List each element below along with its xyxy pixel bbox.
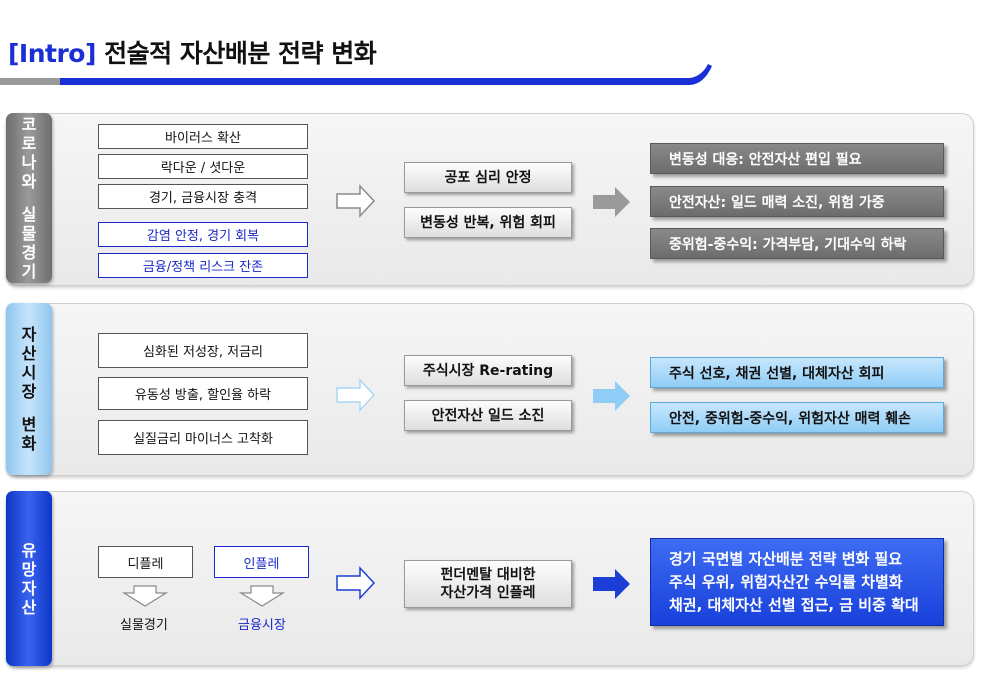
title-intro-tag: [Intro] bbox=[8, 39, 96, 68]
row2-solid-arrow-icon bbox=[593, 381, 630, 411]
title-underline bbox=[0, 64, 712, 85]
row2-hollow-arrow-icon bbox=[336, 378, 376, 412]
row3-result-line-1: 경기 국면별 자산배분 전략 변화 필요 bbox=[669, 549, 903, 568]
row2-input-2: 유동성 방출, 할인율 하락 bbox=[98, 377, 308, 410]
row1-result-2: 안전자산: 일드 매력 소진, 위험 가중 bbox=[650, 186, 944, 217]
row1-input-5: 금융/정책 리스크 잔존 bbox=[98, 253, 308, 278]
row2-result-2: 안전, 중위험-중수익, 위험자산 매력 훼손 bbox=[650, 402, 944, 433]
row1-middle-1: 공포 심리 안정 bbox=[404, 162, 572, 193]
row3-deflation-down-arrow-icon bbox=[122, 585, 168, 607]
row1-input-3: 경기, 금융시장 충격 bbox=[98, 184, 308, 209]
row3-middle: 펀더멘탈 대비한 자산가격 인플레 bbox=[404, 560, 572, 608]
row2-input-3: 실질금리 마이너스 고착화 bbox=[98, 420, 308, 455]
row1-input-1: 바이러스 확산 bbox=[98, 124, 308, 149]
row1-result-1: 변동성 대응: 안전자산 편입 필요 bbox=[650, 143, 944, 174]
row2-middle-1: 주식시장 Re-rating bbox=[404, 355, 572, 386]
row1-middle-2: 변동성 반복, 위험 회피 bbox=[404, 207, 572, 238]
side-label-covid-economy: 코 로 나 와 실 물 경 기 bbox=[6, 113, 52, 283]
row3-inflation-down-arrow-icon bbox=[239, 585, 285, 607]
row3-outcome-real-economy: 실물경기 bbox=[120, 618, 168, 633]
row3-middle-line-1: 펀더멘탈 대비한 bbox=[440, 567, 536, 583]
row1-hollow-arrow-icon bbox=[336, 184, 376, 218]
row3-result: 경기 국면별 자산배분 전략 변화 필요 주식 우위, 위험자산간 수익률 차별… bbox=[650, 538, 944, 626]
row1-input-4: 감염 안정, 경기 회복 bbox=[98, 222, 308, 247]
row3-outcome-financial-market: 금융시장 bbox=[238, 618, 286, 633]
page-title: [Intro] 전술적 자산배분 전략 변화 bbox=[8, 34, 377, 70]
title-main: 전술적 자산배분 전략 변화 bbox=[104, 39, 377, 68]
row3-result-line-3: 채권, 대체자산 선별 접근, 금 비중 확대 bbox=[669, 595, 919, 614]
row1-result-3: 중위험-중수익: 가격부담, 기대수익 하락 bbox=[650, 228, 944, 259]
row3-hollow-arrow-icon bbox=[336, 566, 376, 600]
row2-input-1: 심화된 저성장, 저금리 bbox=[98, 333, 308, 368]
row3-input-deflation: 디플레 bbox=[98, 546, 193, 578]
row3-input-inflation: 인플레 bbox=[214, 546, 309, 578]
row3-result-line-2: 주식 우위, 위험자산간 수익률 차별화 bbox=[669, 572, 903, 591]
side-label-promising-assets: 유 망 자 산 bbox=[6, 491, 52, 666]
row3-middle-line-2: 자산가격 인플레 bbox=[440, 585, 536, 601]
row1-input-2: 락다운 / 셧다운 bbox=[98, 154, 308, 179]
row2-middle-2: 안전자산 일드 소진 bbox=[404, 400, 572, 431]
side-label-asset-market-change: 자 산 시 장 변 화 bbox=[6, 303, 52, 475]
row3-solid-arrow-icon bbox=[593, 569, 630, 599]
row1-solid-arrow-icon bbox=[593, 187, 630, 217]
row2-result-1: 주식 선호, 채권 선별, 대체자산 회피 bbox=[650, 357, 944, 388]
